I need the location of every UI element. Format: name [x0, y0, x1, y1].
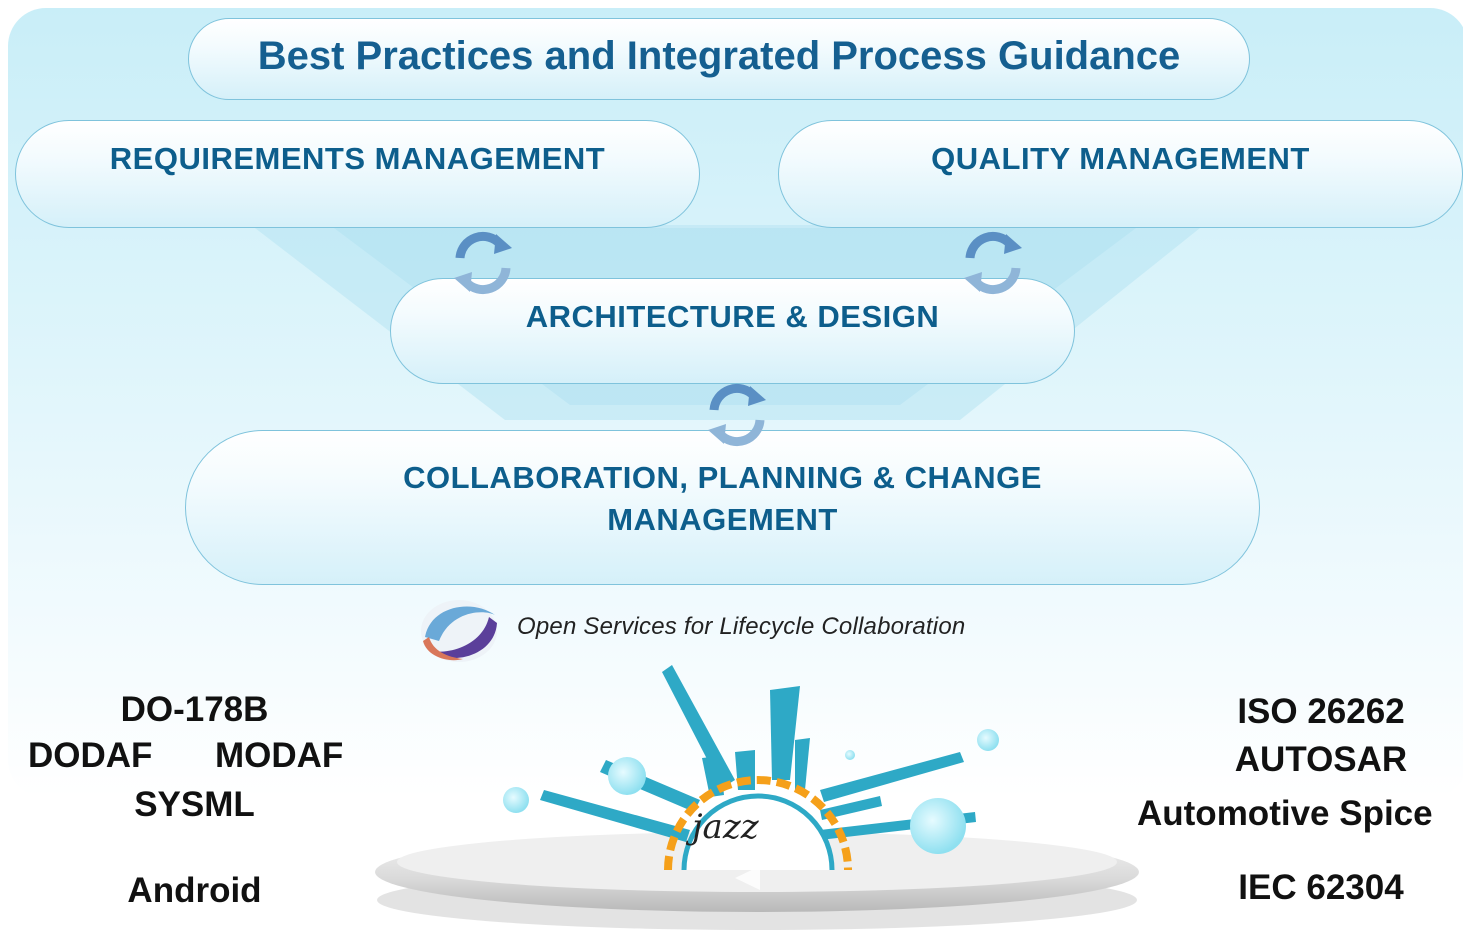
architecture-design-box: ARCHITECTURE & DESIGN: [390, 278, 1075, 384]
cycle-arrows-icon: [454, 231, 512, 295]
oslc-logo-icon: [421, 600, 497, 662]
cycle-arrows-icon: [964, 231, 1022, 295]
jazz-platform-icon: jazz: [375, 665, 1139, 930]
standard-autosar: AUTOSAR: [1234, 740, 1408, 779]
oslc-label: Open Services for Lifecycle Collaboratio…: [517, 613, 966, 640]
cycle-arrows-icon: [708, 383, 766, 447]
standard-iso26262: ISO 26262: [1237, 692, 1405, 731]
standard-modaf: MODAF: [215, 736, 344, 775]
standard-automotive-spice: Automotive Spice: [1137, 794, 1433, 833]
collaboration-label-line2: MANAGEMENT: [607, 502, 838, 537]
standard-dodaf: DODAF: [28, 736, 153, 775]
requirements-management-box: REQUIREMENTS MANAGEMENT: [15, 120, 700, 228]
standard-do178b: DO-178B: [120, 690, 269, 729]
collaboration-planning-change-box: COLLABORATION, PLANNING & CHANGE MANAGEM…: [185, 430, 1260, 585]
jazz-logo-text: jazz: [685, 807, 760, 847]
standard-android: Android: [127, 871, 262, 910]
quality-management-box: QUALITY MANAGEMENT: [778, 120, 1463, 228]
title-banner: Best Practices and Integrated Process Gu…: [188, 18, 1250, 100]
standard-sysml: SYSML: [134, 785, 255, 824]
standard-iec62304: IEC 62304: [1238, 868, 1404, 907]
collaboration-label-line1: COLLABORATION, PLANNING & CHANGE: [403, 460, 1042, 495]
